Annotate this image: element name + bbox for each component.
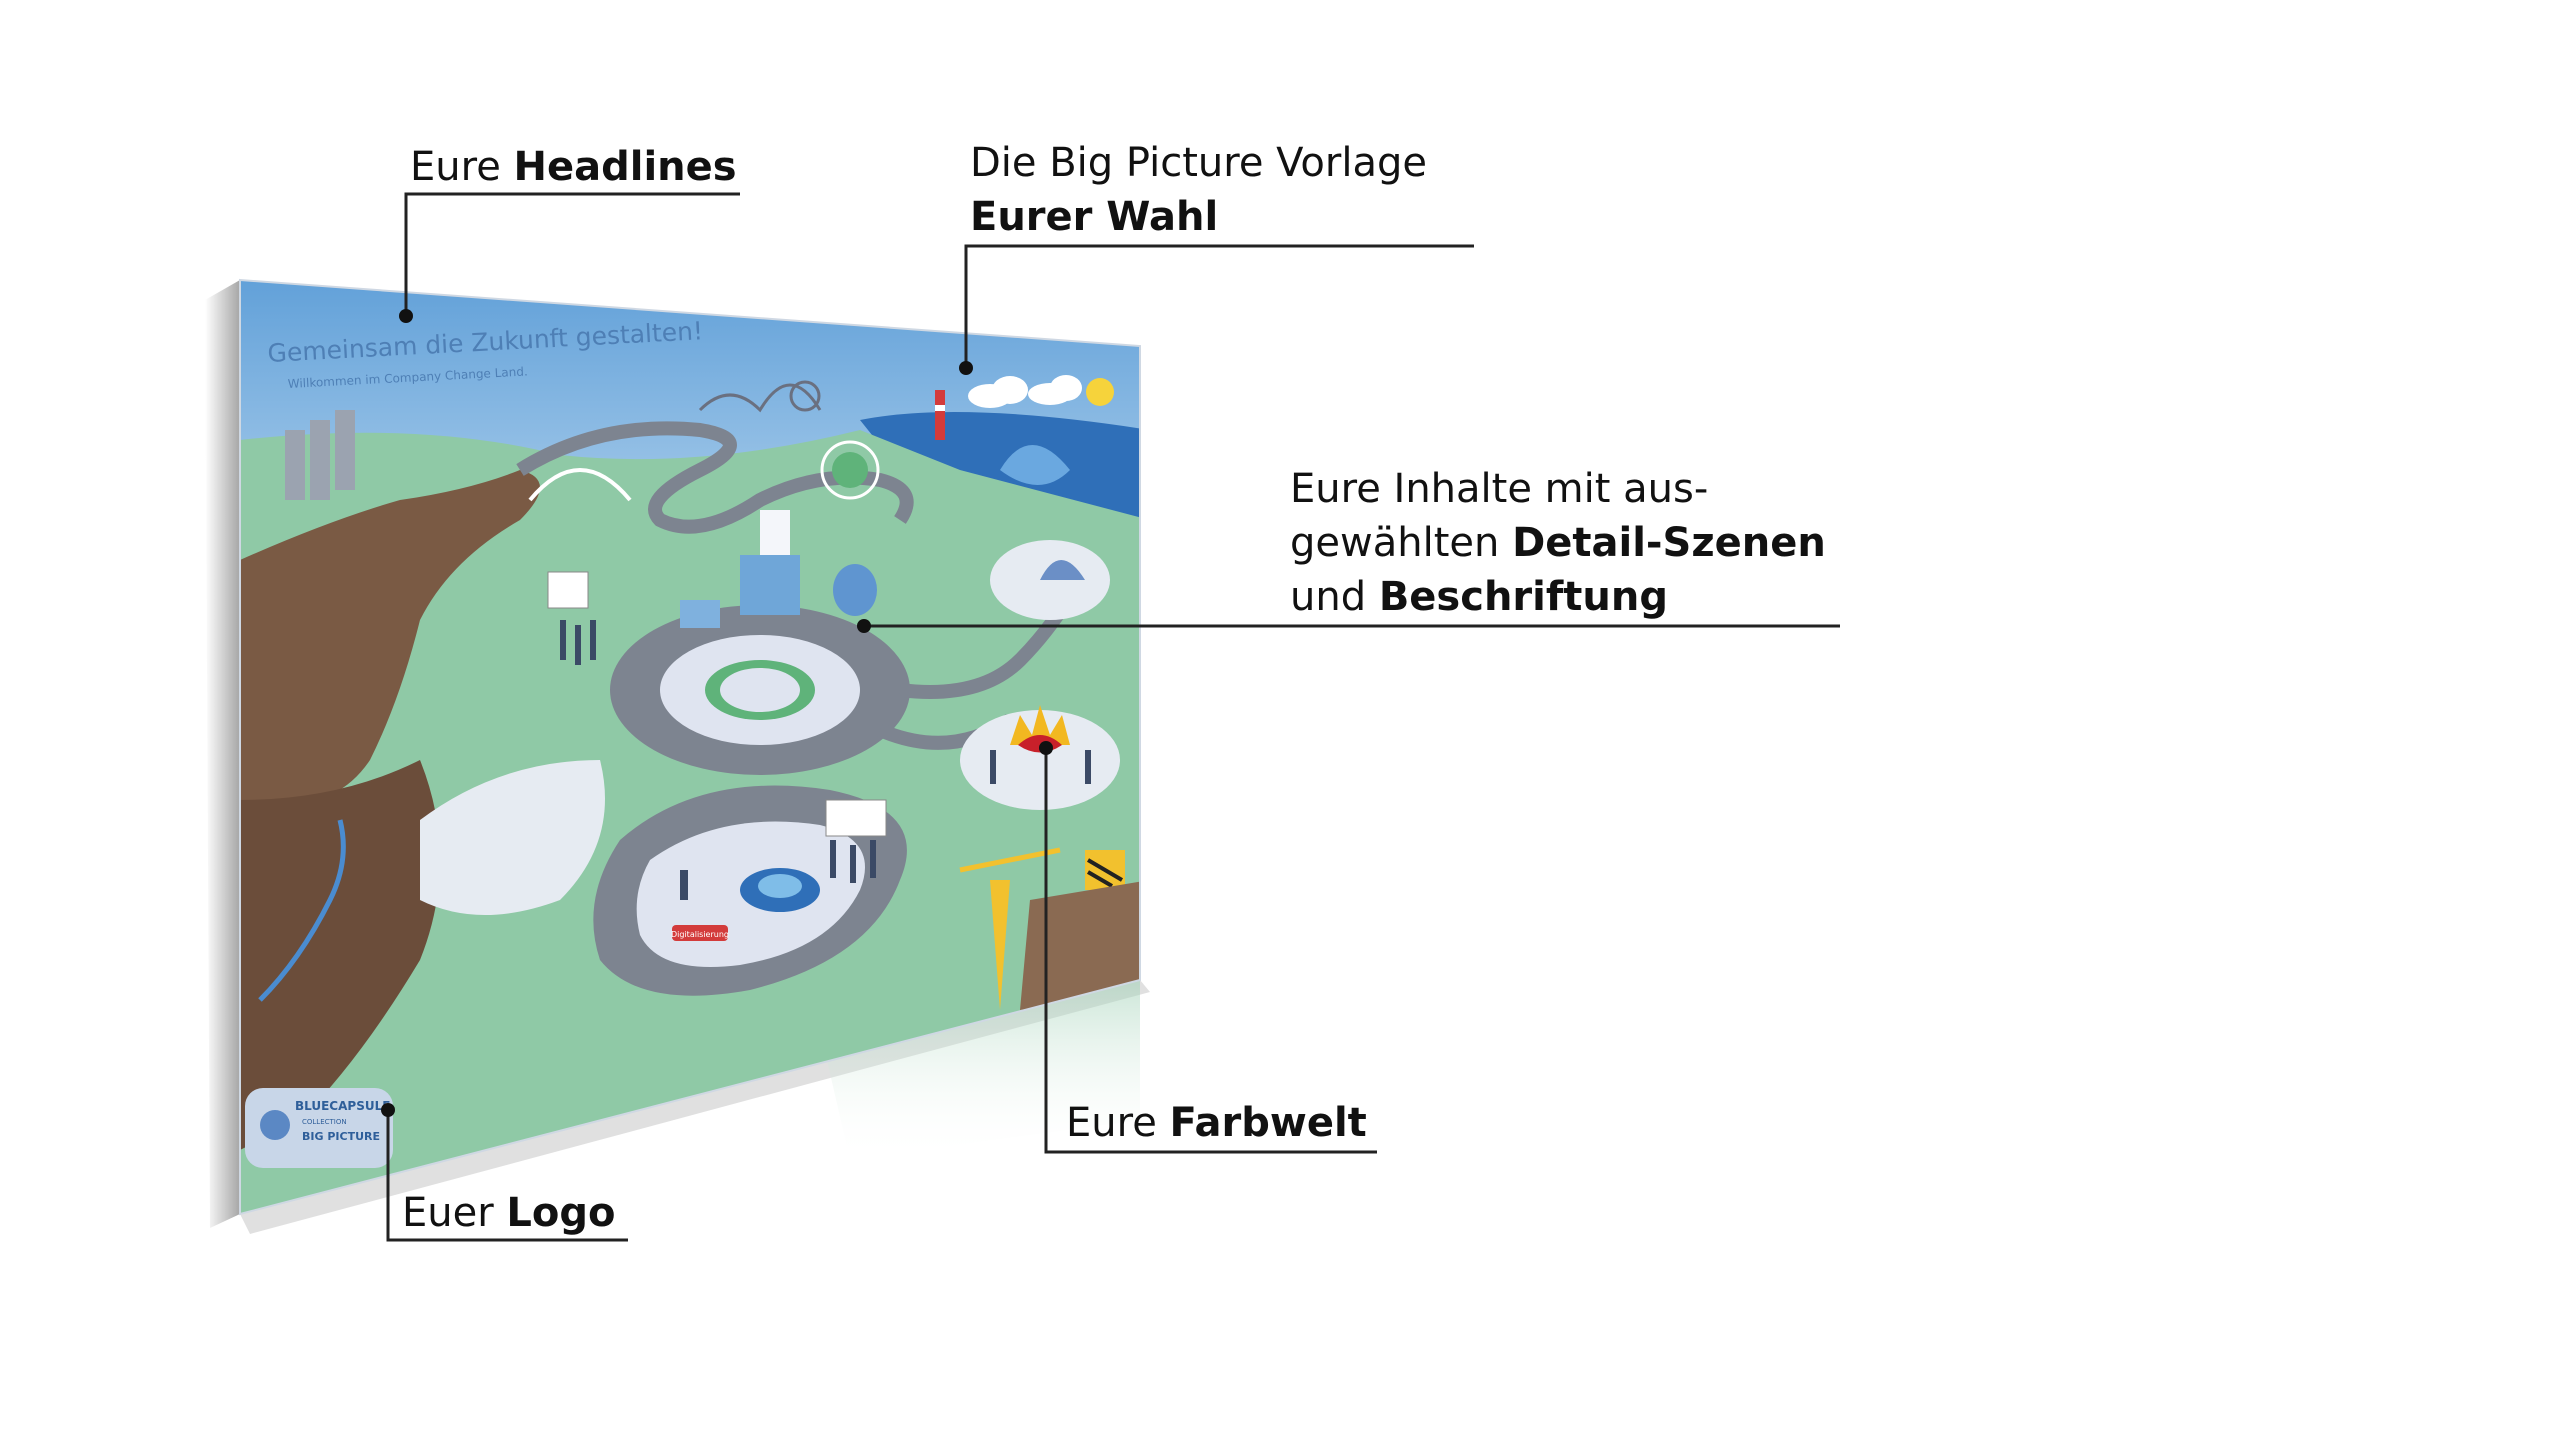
poster-road-top	[516, 421, 914, 534]
scene-badge-text: Digitalisierung	[671, 930, 729, 939]
crane-icon	[990, 880, 1010, 1010]
leader-vorlage	[964, 244, 1474, 368]
people-icon	[560, 620, 1091, 900]
leader-logo	[386, 1110, 628, 1242]
poster-pit	[1020, 880, 1140, 1010]
poster-logo-line3: BIG PICTURE	[302, 1130, 380, 1143]
annotation-headlines: Eure Headlines	[410, 144, 737, 190]
poster-cliff-lower	[240, 760, 440, 1150]
poster-logo-line1: BLUECAPSULE	[295, 1099, 390, 1113]
sun-icon	[1086, 378, 1114, 406]
scene-badge	[672, 925, 728, 941]
annotation-dots	[381, 309, 1053, 1117]
globe-icon	[820, 440, 880, 500]
poster-logo-box	[245, 1088, 393, 1168]
annotation-farbwelt: Eure Farbwelt	[1066, 1100, 1367, 1146]
building-icon	[680, 510, 877, 628]
sailboat-icon	[1000, 445, 1070, 485]
logo-icon	[260, 1110, 290, 1140]
poster-stairs	[420, 760, 605, 915]
leader-farbwelt	[1044, 748, 1377, 1154]
annotation-logo: Euer Logo	[402, 1190, 616, 1236]
annotation-lines	[386, 192, 1840, 1242]
poster-crown-plaza	[960, 710, 1120, 810]
poster-logo-line2: COLLECTION	[302, 1118, 347, 1126]
poster-cliff	[240, 470, 540, 805]
lighthouse-icon	[935, 390, 945, 440]
observatory-icon	[1040, 560, 1085, 580]
roller-coaster-icon	[698, 383, 822, 413]
leader-headlines	[404, 192, 740, 316]
crown-icon	[1010, 705, 1070, 745]
bridge-icon	[528, 468, 632, 502]
poster-shadow	[205, 280, 240, 1228]
cloud-icon	[968, 375, 1082, 408]
poster-river	[258, 819, 346, 1002]
presentation-board-icon	[547, 571, 589, 609]
factory-icon	[285, 410, 355, 500]
annotation-vorlage: Die Big Picture Vorlage Eurer Wahl	[970, 140, 1427, 240]
poster-frame	[239, 278, 1141, 1216]
annotation-inhalte: Eure Inhalte mit aus- gewählten Detail-S…	[1290, 466, 1826, 620]
